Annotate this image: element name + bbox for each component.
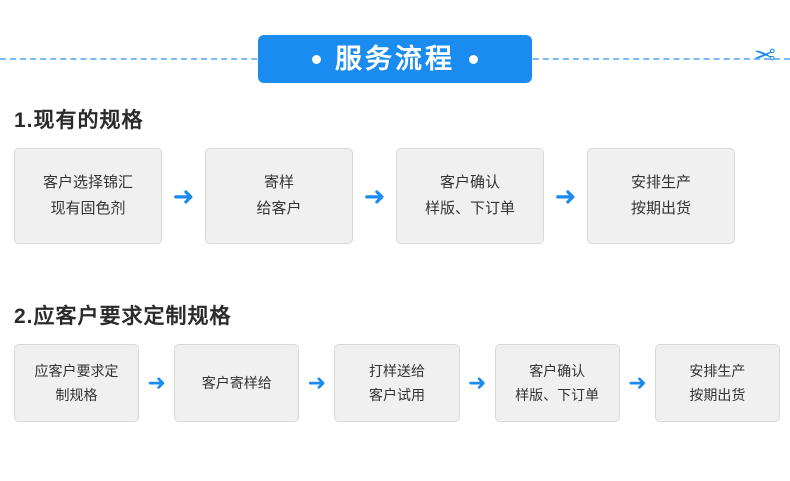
flow-step-box: 打样送给 客户试用 — [334, 344, 460, 422]
flow-step-line: 应客户要求定 — [34, 363, 119, 379]
flow-section-2: 2.应客户要求定制规格 应客户要求定 制规格 ➜ 客户寄样给 ➜ 打样送给 客户… — [0, 300, 790, 422]
bullet-dot-icon-left — [312, 54, 321, 64]
flow-step-line: 客户确认 — [529, 363, 586, 379]
flow-step-line: 样版、下订单 — [424, 200, 515, 217]
flow-step-line: 打样送给 — [368, 363, 425, 379]
flow-step-line: 按期出货 — [689, 387, 746, 403]
flow-step-box: 安排生产 按期出货 — [587, 148, 735, 244]
flow-step-box: 寄样 给客户 — [205, 148, 353, 244]
section-2-flow: 应客户要求定 制规格 ➜ 客户寄样给 ➜ 打样送给 客户试用 ➜ 客户确认 样版… — [0, 344, 790, 422]
flow-step-line: 样版、下订单 — [515, 387, 600, 403]
flow-step-line: 给客户 — [256, 200, 302, 217]
section-2-heading: 2.应客户要求定制规格 — [14, 305, 232, 328]
flow-step-line: 客户选择锦汇 — [42, 174, 133, 191]
section-1-flow: 客户选择锦汇 现有固色剂 ➜ 寄样 给客户 ➜ 客户确认 样版、下订单 ➜ 安排… — [0, 148, 790, 244]
flow-arrow-icon: ➜ — [307, 370, 327, 395]
flow-step-box: 客户寄样给 — [174, 344, 300, 422]
flow-step-line: 现有固色剂 — [50, 200, 126, 217]
flow-step-line: 寄样 — [263, 174, 294, 191]
flow-step-box: 应客户要求定 制规格 — [14, 344, 140, 422]
page-header: 服务流程 ✂ — [0, 0, 790, 100]
flow-step-line: 客户确认 — [439, 174, 500, 191]
flow-step-box: 客户确认 样版、下订单 — [494, 344, 620, 422]
flow-step-line: 安排生产 — [689, 363, 746, 379]
scissors-icon: ✂ — [754, 40, 776, 70]
flow-step-box: 客户确认 样版、下订单 — [396, 148, 544, 244]
flow-step-line: 安排生产 — [630, 174, 691, 191]
flow-step-line: 客户寄样给 — [201, 375, 272, 391]
bullet-dot-icon-right — [469, 54, 478, 64]
page-title: 服务流程 — [335, 43, 455, 74]
flow-step-line: 客户试用 — [368, 387, 425, 403]
flow-arrow-icon: ➜ — [628, 370, 647, 395]
flow-arrow-icon: ➜ — [147, 370, 166, 395]
page-title-badge: 服务流程 — [258, 35, 532, 83]
flow-step-box: 安排生产 按期出货 — [654, 344, 780, 422]
flow-step-line: 制规格 — [55, 387, 98, 403]
flow-step-line: 按期出货 — [630, 200, 691, 217]
flow-step-box: 客户选择锦汇 现有固色剂 — [14, 148, 162, 244]
flow-arrow-icon: ➜ — [467, 370, 487, 395]
flow-arrow-icon: ➜ — [363, 181, 386, 211]
flow-section-1: 1.现有的规格 客户选择锦汇 现有固色剂 ➜ 寄样 给客户 ➜ 客户确认 样版、… — [0, 104, 790, 244]
section-1-heading: 1.现有的规格 — [14, 109, 144, 132]
flow-arrow-icon: ➜ — [554, 181, 577, 211]
flow-arrow-icon: ➜ — [172, 181, 195, 211]
